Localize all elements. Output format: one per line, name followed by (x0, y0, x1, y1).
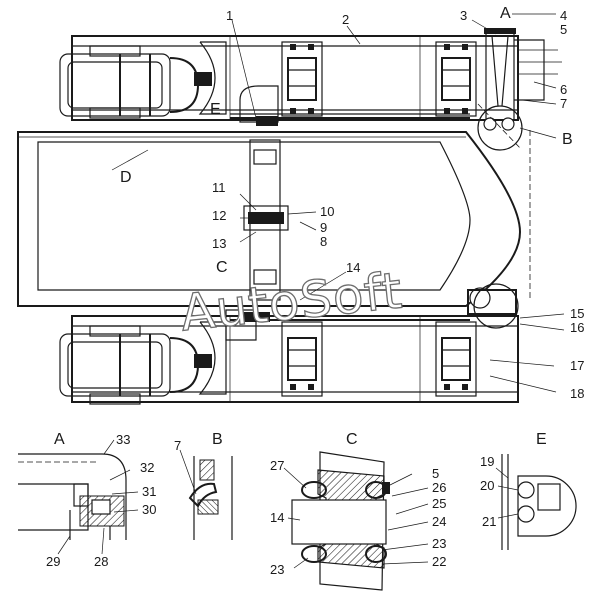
detail-B-title: B (212, 431, 223, 448)
detail-C-callout-23a: 23 (432, 536, 446, 551)
detail-E-title: E (536, 431, 547, 448)
detail-C-callout-26: 26 (432, 480, 446, 495)
detail-A-callout-29: 29 (46, 554, 60, 569)
callout-18: 18 (570, 386, 584, 401)
watermark: AutoSoft (178, 261, 406, 342)
detail-A-callout-31: 31 (142, 484, 156, 499)
detail-C-callout-27: 27 (270, 458, 284, 473)
callout-4: 4 (560, 8, 567, 23)
detail-B-callout-7: 7 (174, 438, 181, 453)
view-letter-D: D (120, 169, 132, 186)
detail-E-callout-20: 20 (480, 478, 494, 493)
detail-E: E 19 20 21 (480, 431, 577, 550)
callout-15: 15 (570, 306, 584, 321)
frame-D (17, 130, 531, 315)
detail-A-callout-33: 33 (116, 432, 130, 447)
callout-3: 3 (460, 8, 467, 23)
detail-C-callout-22: 22 (432, 554, 446, 569)
callout-7: 7 (560, 96, 567, 111)
callout-16: 16 (570, 320, 584, 335)
detail-A-callout-28: 28 (94, 554, 108, 569)
detail-C-callout-5: 5 (432, 466, 439, 481)
detail-A-callout-32: 32 (140, 460, 154, 475)
detail-A: A 33 32 31 30 29 28 (18, 431, 156, 569)
detail-A-title: A (54, 431, 65, 448)
view-letter-A: A (500, 5, 511, 22)
main-view: 1 2 3 4 5 6 7 8 9 10 11 12 13 14 15 16 1… (17, 5, 584, 405)
upper-rail (59, 28, 562, 131)
view-letter-C: C (216, 259, 228, 276)
callout-17: 17 (570, 358, 584, 373)
detail-B: B 7 (174, 431, 233, 540)
callout-5: 5 (560, 22, 567, 37)
callout-11: 11 (212, 180, 226, 195)
detail-C-title: C (346, 431, 358, 448)
lower-rail (59, 309, 519, 405)
detail-A-callout-30: 30 (142, 502, 156, 517)
leader-lines (111, 13, 565, 393)
callout-8: 8 (320, 234, 327, 249)
callout-14: 14 (346, 260, 360, 275)
callout-10: 10 (320, 204, 334, 219)
view-letter-E: E (210, 101, 221, 118)
detail-C: C 27 5 26 25 14 24 23 23 22 (270, 431, 446, 591)
view-letter-B: B (562, 131, 573, 148)
callout-9: 9 (320, 220, 327, 235)
detail-C-callout-23b: 23 (270, 562, 284, 577)
detail-E-callout-21: 21 (482, 514, 496, 529)
callout-2: 2 (342, 12, 349, 27)
callout-13: 13 (212, 236, 226, 251)
callout-1: 1 (226, 8, 233, 23)
detail-C-callout-14: 14 (270, 510, 284, 525)
callout-6: 6 (560, 82, 567, 97)
callout-12: 12 (212, 208, 226, 223)
detail-E-callout-19: 19 (480, 454, 494, 469)
detail-C-callout-24: 24 (432, 514, 446, 529)
detail-C-callout-25: 25 (432, 496, 446, 511)
